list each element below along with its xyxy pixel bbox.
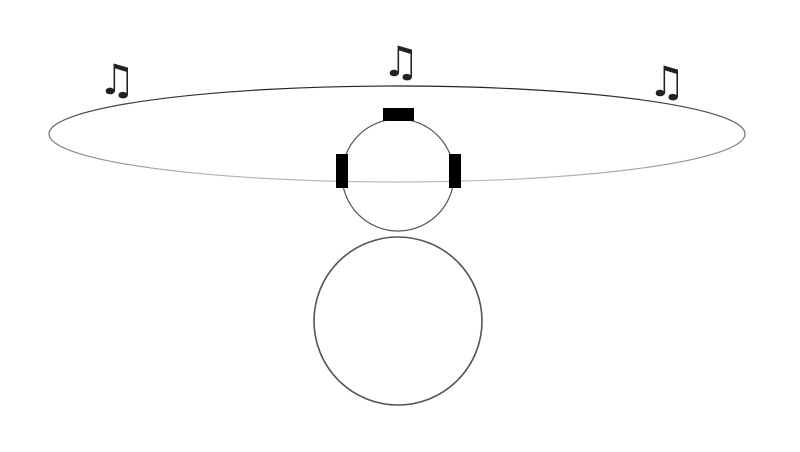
headphone-band (383, 108, 414, 121)
music-note-icon: ♫ (98, 55, 136, 104)
head-circle (341, 118, 455, 232)
body-circle (313, 236, 483, 406)
music-note-icon: ♫ (382, 37, 420, 86)
headphone-right-pad (449, 154, 461, 188)
orbit-ring (48, 85, 746, 183)
headphone-left-pad (336, 154, 348, 188)
music-note-icon: ♫ (648, 57, 686, 106)
